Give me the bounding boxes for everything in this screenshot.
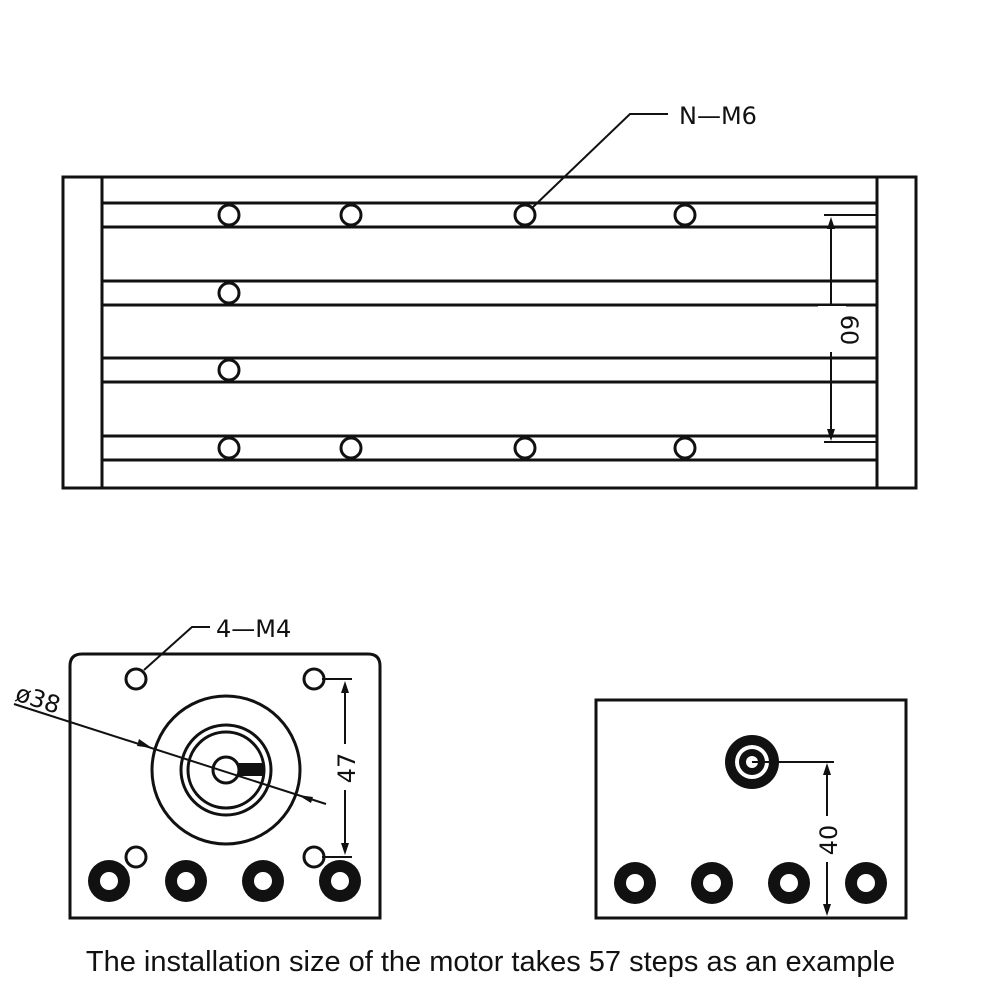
diameter-arrow — [298, 795, 313, 803]
dimension-label-bg — [818, 306, 846, 352]
dimension-47-label: 47 — [333, 753, 361, 784]
mounting-hole — [217, 358, 241, 382]
dimension-40-label: 40 — [815, 825, 843, 856]
bolt-hole-center — [626, 874, 644, 892]
dimension-label-bg — [332, 744, 360, 790]
caption: The installation size of the motor takes… — [85, 946, 896, 978]
bolt-hole-center — [857, 874, 875, 892]
m4-hole — [302, 845, 326, 869]
motor-boss-inner — [186, 730, 266, 810]
motor-view: 4—M4 ø38 47 — [12, 615, 382, 920]
motor-flange — [150, 694, 302, 846]
m4-hole — [124, 667, 148, 691]
side-plate-outline — [594, 698, 908, 920]
hole-callout-leader — [532, 113, 668, 208]
m4-hole — [124, 845, 148, 869]
bolt-hole-center — [780, 874, 798, 892]
left-end-plate — [61, 175, 104, 490]
mounting-hole — [513, 436, 537, 460]
m4-hole — [302, 667, 326, 691]
dimension-arrow — [341, 843, 349, 855]
dimension-arrow — [827, 429, 835, 441]
diameter-arrow — [137, 739, 152, 748]
table-outline — [61, 175, 918, 490]
top-view: N—M6 60 — [61, 102, 918, 490]
diameter-leader — [13, 703, 327, 805]
motor-boss-outer — [179, 723, 273, 817]
m4-callout-label: 4—M4 — [216, 615, 291, 643]
right-end-plate — [875, 175, 918, 490]
mounting-hole — [217, 203, 241, 227]
dimension-arrow — [823, 904, 831, 916]
mounting-hole — [217, 281, 241, 305]
dimension-label-bg — [814, 816, 842, 862]
m4-callout-leader — [143, 626, 210, 671]
mounting-hole — [673, 436, 697, 460]
dimension-arrow — [823, 763, 831, 775]
mounting-hole — [673, 203, 697, 227]
dimension-arrow — [341, 681, 349, 693]
diameter-label: ø38 — [12, 679, 64, 720]
bolt-hole-center — [100, 872, 118, 890]
dimension-arrow — [827, 217, 835, 229]
bolt-hole-center — [703, 874, 721, 892]
mounting-hole — [513, 203, 537, 227]
bolt-hole-center — [331, 872, 349, 890]
mounting-hole — [217, 436, 241, 460]
mounting-hole — [339, 203, 363, 227]
shaft-key — [239, 763, 263, 776]
side-view: 40 — [594, 698, 908, 920]
bolt-hole-center — [254, 872, 272, 890]
hole-callout-label: N—M6 — [679, 102, 757, 130]
bolt-hole-center — [177, 872, 195, 890]
mounting-hole — [339, 436, 363, 460]
dimension-60-label: 60 — [835, 315, 863, 346]
motor-plate-outline — [68, 652, 382, 920]
